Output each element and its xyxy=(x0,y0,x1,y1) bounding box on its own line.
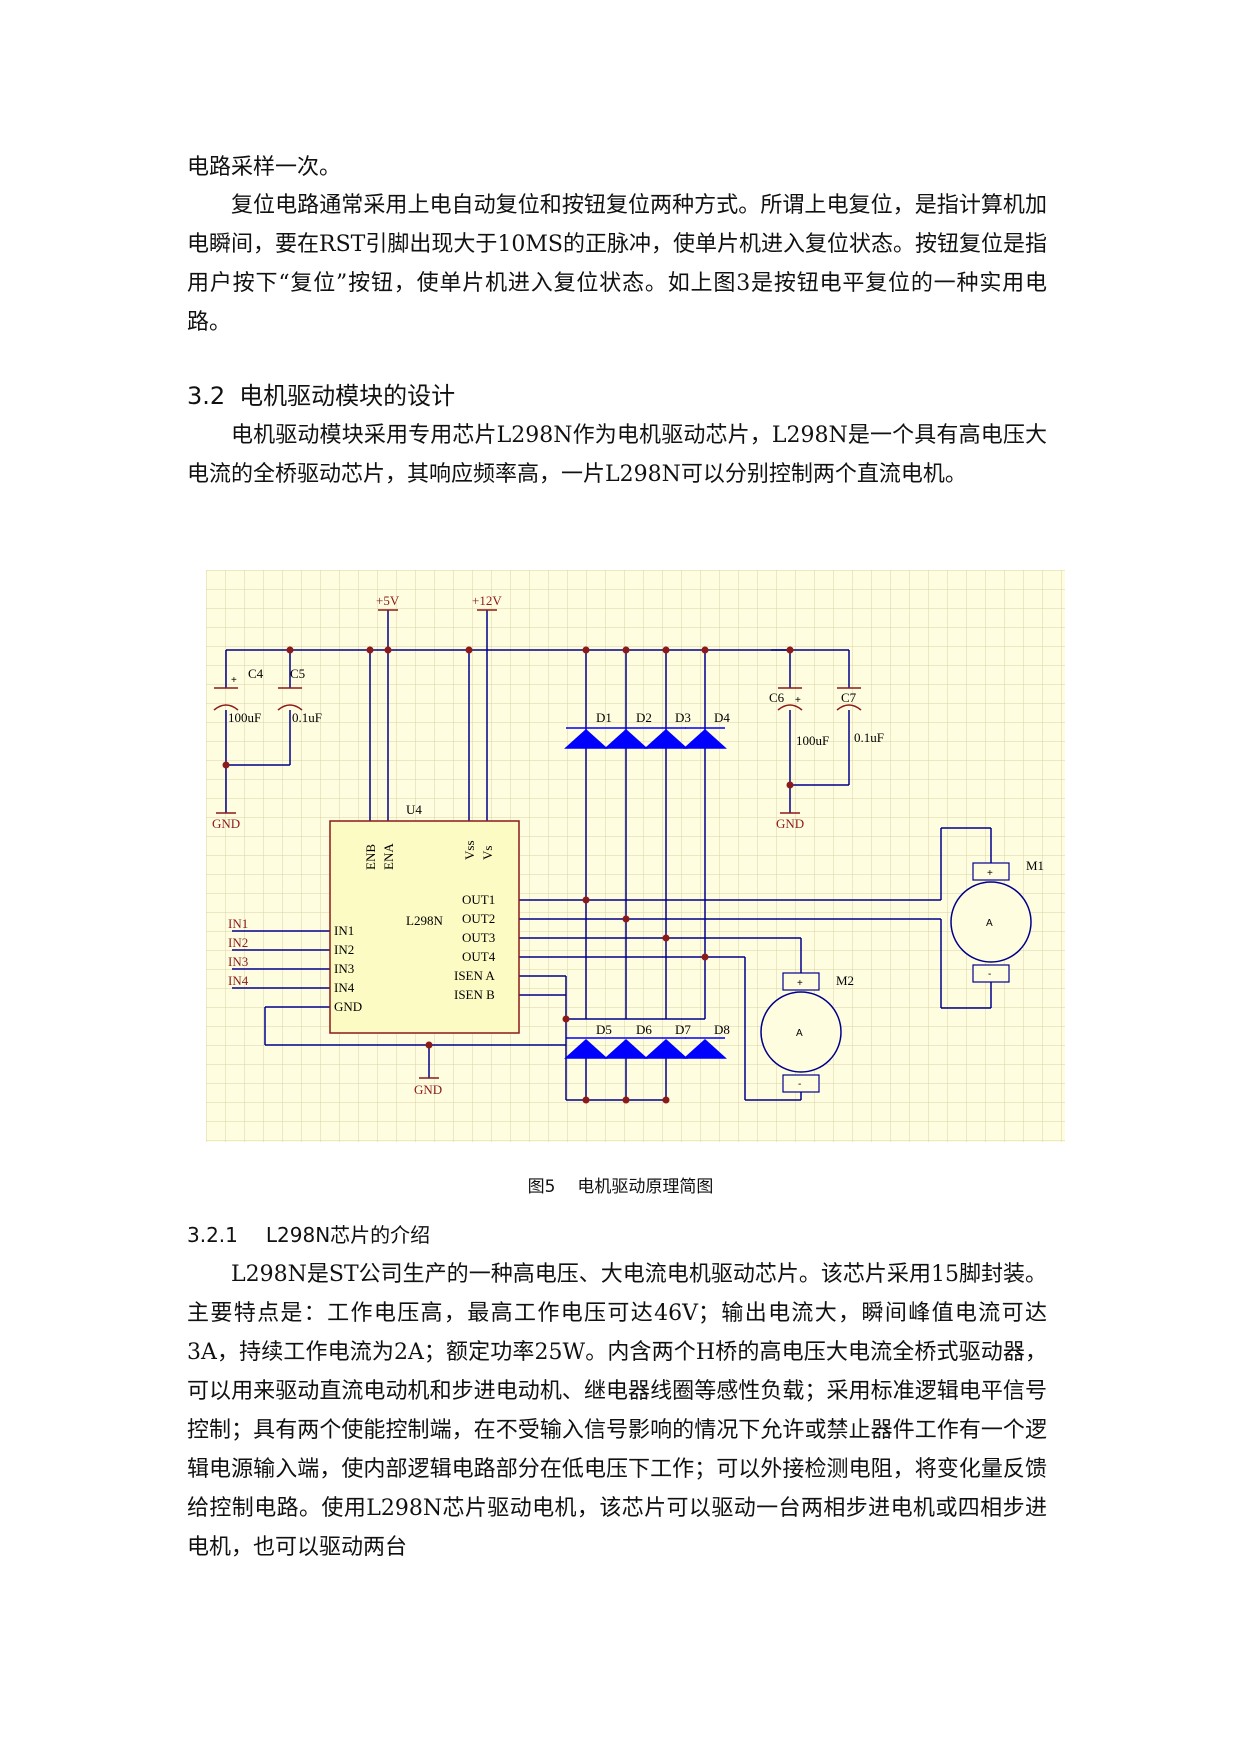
pin-out3: OUT3 xyxy=(462,930,495,945)
junctions xyxy=(222,646,794,1104)
pin-out2: OUT2 xyxy=(462,911,495,926)
diodes-bottom xyxy=(564,1037,727,1059)
pin-vss: Vss xyxy=(462,840,477,860)
paragraph-1: 复位电路通常采用上电自动复位和按钮复位两种方式。所谓上电复位，是指计算机加电瞬间… xyxy=(187,193,1047,335)
pin-out1: OUT1 xyxy=(462,892,495,907)
m2-bottom-terminal xyxy=(782,1074,820,1093)
section-heading: 3.2 电机驱动模块的设计 xyxy=(187,376,455,411)
caption-text: 电机驱动原理简图 xyxy=(577,1177,714,1197)
gnd-symbols xyxy=(216,812,800,1079)
subsection-heading: 3.2.1 L298N芯片的介绍 xyxy=(187,1219,430,1248)
input-in4: IN4 xyxy=(228,973,249,988)
chip-name: L298N xyxy=(406,913,443,928)
motor-m1 xyxy=(950,881,1032,963)
gnd-label-left: GND xyxy=(212,816,240,831)
pin-out4: OUT4 xyxy=(462,949,496,964)
pin-in4: IN4 xyxy=(334,980,355,995)
capacitor-symbols xyxy=(213,687,862,711)
diode-d4-label: D4 xyxy=(714,710,730,725)
m2-label: M2 xyxy=(836,973,854,988)
diodes-top xyxy=(564,727,727,749)
c4-ref: C4 xyxy=(248,666,264,681)
c4-plus: + xyxy=(231,675,237,686)
paragraph-3: L298N是ST公司生产的一种高电压、大电流电机驱动芯片。该芯片采用15脚封装。… xyxy=(187,1262,1047,1560)
chip-body xyxy=(329,820,520,1034)
pin-gnd: GND xyxy=(334,999,362,1014)
input-in1: IN1 xyxy=(228,916,248,931)
diode-d7-label: D7 xyxy=(675,1022,691,1037)
diode-d6-label: D6 xyxy=(636,1022,652,1037)
c5-ref: C5 xyxy=(290,666,305,681)
c6-value: 100uF xyxy=(796,733,829,748)
m2-plus: + xyxy=(797,978,803,989)
m2-top-terminal xyxy=(782,972,820,991)
motor-m2 xyxy=(760,991,842,1073)
m1-top-terminal xyxy=(972,862,1010,881)
m1-plus: + xyxy=(987,868,993,879)
paragraph-0: 电路采样一次。 xyxy=(187,155,342,180)
circuit-diagram: +5V +12V GND GND GND + + C4 C5 100uF xyxy=(206,570,1065,1142)
supply-5v-label: +5V xyxy=(376,593,400,608)
section-title: 电机驱动模块的设计 xyxy=(239,382,456,410)
m1-minus: - xyxy=(988,969,991,980)
c5-value: 0.1uF xyxy=(292,710,322,725)
pin-enb: ENB xyxy=(363,844,378,870)
figure-caption: 图5 电机驱动原理简图 xyxy=(0,1172,1241,1197)
chip-ref: U4 xyxy=(406,802,422,817)
m1-bottom-terminal xyxy=(972,964,1010,983)
pin-isen-a: ISEN A xyxy=(454,968,495,983)
subsection-title: L298N芯片的介绍 xyxy=(265,1223,431,1247)
pin-ena: ENA xyxy=(381,843,396,870)
diode-d5-label: D5 xyxy=(596,1022,612,1037)
caption-label: 图5 xyxy=(527,1177,556,1197)
section-number: 3.2 xyxy=(187,382,226,410)
pin-in1: IN1 xyxy=(334,923,354,938)
pin-vs: Vs xyxy=(480,846,495,860)
pin-isen-b: ISEN B xyxy=(454,987,495,1002)
c6-plus: + xyxy=(795,695,801,706)
c6-ref: C6 xyxy=(769,690,785,705)
diode-d8-label: D8 xyxy=(714,1022,730,1037)
m1-symbol: A xyxy=(986,918,993,929)
pin-in3: IN3 xyxy=(334,961,354,976)
diode-d1-label: D1 xyxy=(596,710,612,725)
pin-in2: IN2 xyxy=(334,942,354,957)
diode-d3-label: D3 xyxy=(675,710,691,725)
gnd-label-right: GND xyxy=(776,816,804,831)
input-in3: IN3 xyxy=(228,954,248,969)
c4-value: 100uF xyxy=(228,710,261,725)
diode-d2-label: D2 xyxy=(636,710,652,725)
c7-value: 0.1uF xyxy=(854,730,884,745)
c7-ref: C7 xyxy=(841,690,857,705)
gnd-label-bottom: GND xyxy=(414,1082,442,1097)
wires xyxy=(225,610,992,1101)
subsection-number: 3.2.1 xyxy=(187,1223,238,1247)
input-in2: IN2 xyxy=(228,935,248,950)
supply-12v-label: +12V xyxy=(472,593,502,608)
m2-symbol: A xyxy=(796,1028,803,1039)
m1-label: M1 xyxy=(1026,858,1044,873)
paragraph-2: 电机驱动模块采用专用芯片L298N作为电机驱动芯片，L298N是一个具有高电压大… xyxy=(187,423,1047,487)
m2-minus: - xyxy=(798,1079,801,1090)
